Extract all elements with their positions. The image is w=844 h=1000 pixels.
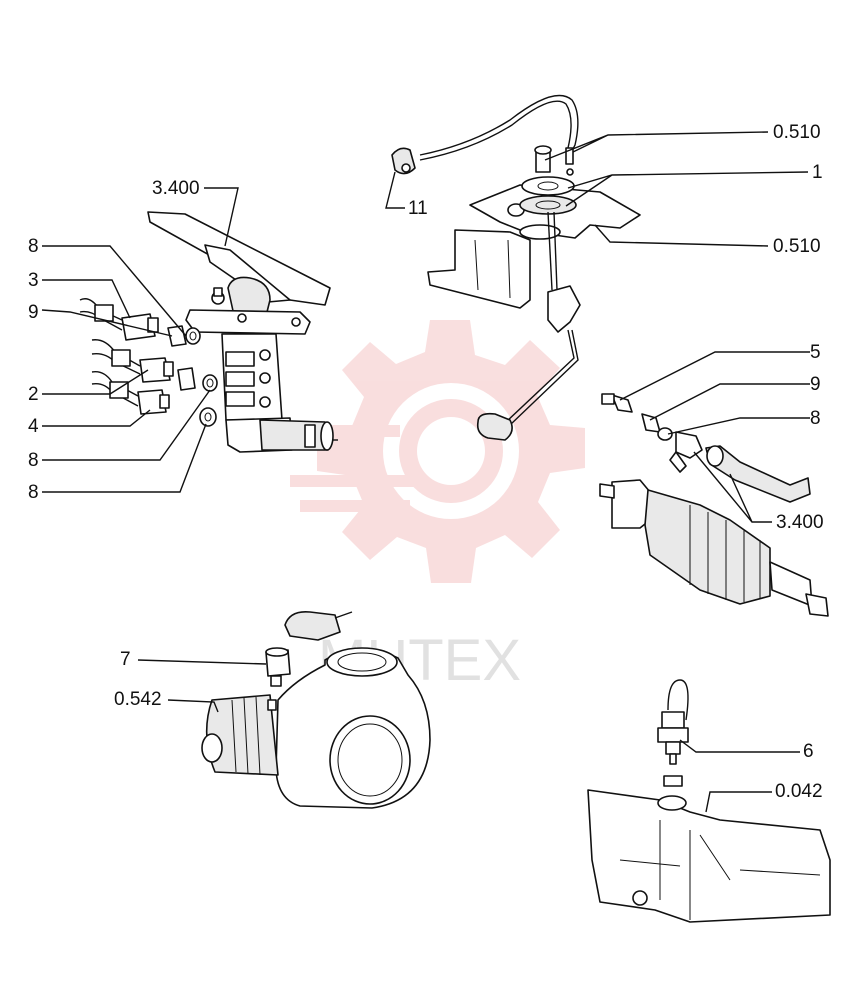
leader-0510-a bbox=[544, 131, 769, 161]
sensor-6-icon bbox=[657, 711, 689, 765]
intake-elbow-assembly bbox=[201, 610, 431, 809]
label-0542: 0.542 bbox=[114, 689, 162, 710]
label-0042: 0.042 bbox=[775, 781, 823, 802]
label-4: 4 bbox=[28, 416, 39, 437]
washer-8a-icon bbox=[185, 327, 201, 345]
label-5: 5 bbox=[810, 342, 821, 363]
leader-0542 bbox=[167, 699, 219, 713]
leader-9-a bbox=[41, 309, 173, 337]
washer-8c-icon bbox=[199, 407, 217, 427]
cable-clip-icon bbox=[391, 147, 416, 175]
switch-3-icon bbox=[79, 298, 159, 341]
leader-6 bbox=[679, 739, 800, 753]
leader-4 bbox=[42, 409, 151, 427]
leader-8-d bbox=[667, 417, 810, 435]
steering-cylinder-assembly bbox=[599, 393, 829, 617]
label-8-a: 8 bbox=[28, 236, 39, 257]
label-0510-a: 0.510 bbox=[773, 122, 821, 143]
leader-7 bbox=[137, 659, 267, 665]
temp-sender-assembly bbox=[587, 679, 831, 923]
watermark-gear-icon bbox=[290, 320, 585, 583]
leader-0042 bbox=[705, 791, 772, 813]
fuel-sender-assembly bbox=[391, 94, 641, 441]
label-3: 3 bbox=[28, 270, 39, 291]
label-3400-a: 3.400 bbox=[152, 178, 200, 199]
label-8-d: 8 bbox=[810, 408, 821, 429]
label-9-a: 9 bbox=[28, 302, 39, 323]
leader-0510-b bbox=[594, 224, 769, 247]
leader-1 bbox=[565, 171, 809, 207]
label-7: 7 bbox=[120, 649, 131, 670]
nut-icon bbox=[177, 367, 196, 391]
float-icon bbox=[476, 412, 513, 441]
label-6: 6 bbox=[803, 741, 814, 762]
leader-3400-b bbox=[693, 451, 772, 523]
leader-8-b bbox=[42, 389, 211, 461]
label-9-b: 9 bbox=[810, 374, 821, 395]
washer-8b-icon bbox=[202, 374, 218, 392]
label-1: 1 bbox=[812, 162, 823, 183]
leader-2 bbox=[42, 369, 149, 395]
label-8-c: 8 bbox=[28, 482, 39, 503]
leader-8-c bbox=[42, 423, 207, 493]
washer-8d-icon bbox=[657, 427, 673, 441]
brake-valve-assembly bbox=[79, 211, 338, 453]
sensor-7-icon bbox=[265, 647, 291, 687]
switch-2-icon bbox=[91, 339, 174, 383]
leader-5 bbox=[619, 351, 810, 401]
leader-3400-a bbox=[204, 187, 239, 247]
leader-11 bbox=[385, 171, 405, 209]
label-0510-b: 0.510 bbox=[773, 236, 821, 257]
leader-8-a bbox=[42, 245, 187, 337]
label-2: 2 bbox=[28, 384, 39, 405]
label-3400-b: 3.400 bbox=[776, 512, 824, 533]
leader-3 bbox=[42, 279, 131, 319]
label-8-b: 8 bbox=[28, 450, 39, 471]
label-11: 11 bbox=[408, 198, 428, 219]
leader-9-b bbox=[649, 383, 810, 421]
